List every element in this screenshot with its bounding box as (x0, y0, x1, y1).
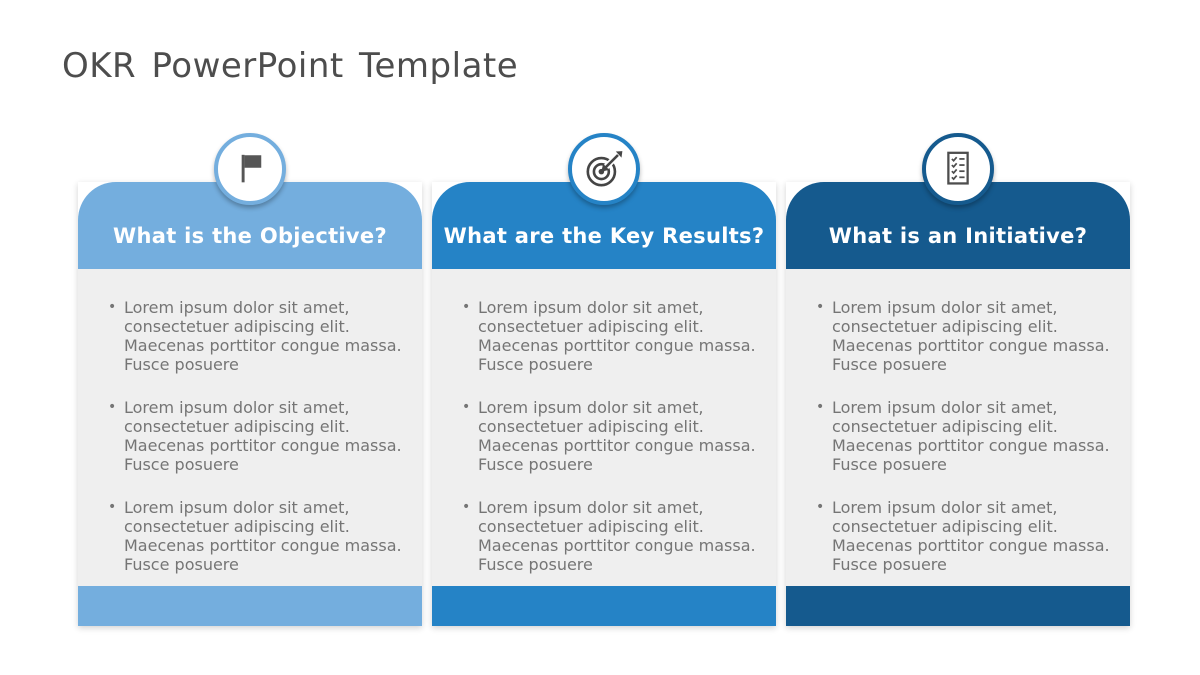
flag-icon-badge (214, 133, 286, 205)
column-key-results: What are the Key Results? • Lorem ipsum … (432, 133, 776, 626)
bullet-icon: • (108, 299, 117, 315)
bullet-item: • Lorem ipsum dolor sit amet, consectetu… (462, 498, 758, 574)
key-results-card: What are the Key Results? • Lorem ipsum … (432, 182, 776, 626)
bullet-icon: • (462, 399, 471, 415)
initiative-header-label: What is an Initiative? (828, 224, 1088, 248)
bullet-text: Lorem ipsum dolor sit amet, consectetuer… (478, 298, 756, 374)
initiative-card: What is an Initiative? • Lorem ipsum dol… (786, 182, 1130, 626)
bullet-item: • Lorem ipsum dolor sit amet, consectetu… (108, 398, 404, 474)
target-icon (586, 151, 623, 187)
bullet-icon: • (462, 499, 471, 515)
objective-header-label: What is the Objective? (113, 224, 387, 248)
bullet-icon: • (108, 499, 117, 515)
bullet-icon: • (816, 299, 825, 315)
checklist-icon (947, 151, 969, 185)
bullet-text: Lorem ipsum dolor sit amet, consectetuer… (124, 298, 402, 374)
bullet-text: Lorem ipsum dolor sit amet, consectetuer… (124, 398, 402, 474)
objective-footer-bar (78, 586, 422, 626)
key-results-footer-bar (432, 586, 776, 626)
bullet-item: • Lorem ipsum dolor sit amet, consectetu… (108, 498, 404, 574)
key-results-header-bar: What are the Key Results? (432, 182, 776, 269)
key-results-body: • Lorem ipsum dolor sit amet, consectetu… (432, 269, 776, 586)
bullet-item: • Lorem ipsum dolor sit amet, consectetu… (108, 298, 404, 374)
bullet-text: Lorem ipsum dolor sit amet, consectetuer… (832, 298, 1110, 374)
key-results-header-label: What are the Key Results? (443, 224, 765, 248)
initiative-footer-bar (786, 586, 1130, 626)
bullet-icon: • (816, 499, 825, 515)
target-icon-badge (568, 133, 640, 205)
bullet-item: • Lorem ipsum dolor sit amet, consectetu… (462, 298, 758, 374)
checklist-icon-badge (922, 133, 994, 205)
initiative-body: • Lorem ipsum dolor sit amet, consectetu… (786, 269, 1130, 586)
bullet-item: • Lorem ipsum dolor sit amet, consectetu… (816, 498, 1112, 574)
bullet-icon: • (462, 299, 471, 315)
okr-columns: What is the Objective? • Lorem ipsum dol… (78, 133, 1130, 626)
bullet-item: • Lorem ipsum dolor sit amet, consectetu… (462, 398, 758, 474)
bullet-icon: • (108, 399, 117, 415)
bullet-item: • Lorem ipsum dolor sit amet, consectetu… (816, 298, 1112, 374)
bullet-text: Lorem ipsum dolor sit amet, consectetuer… (832, 398, 1110, 474)
bullet-text: Lorem ipsum dolor sit amet, consectetuer… (478, 498, 756, 574)
bullet-text: Lorem ipsum dolor sit amet, consectetuer… (832, 498, 1110, 574)
objective-body: • Lorem ipsum dolor sit amet, consectetu… (78, 269, 422, 586)
slide-title: OKR PowerPoint Template (62, 46, 519, 86)
objective-card: What is the Objective? • Lorem ipsum dol… (78, 182, 422, 626)
bullet-text: Lorem ipsum dolor sit amet, consectetuer… (124, 498, 402, 574)
bullet-item: • Lorem ipsum dolor sit amet, consectetu… (816, 398, 1112, 474)
column-objective: What is the Objective? • Lorem ipsum dol… (78, 133, 422, 626)
flag-icon (241, 154, 262, 183)
column-initiative: What is an Initiative? • Lorem ipsum dol… (786, 133, 1130, 626)
bullet-icon: • (816, 399, 825, 415)
bullet-text: Lorem ipsum dolor sit amet, consectetuer… (478, 398, 756, 474)
